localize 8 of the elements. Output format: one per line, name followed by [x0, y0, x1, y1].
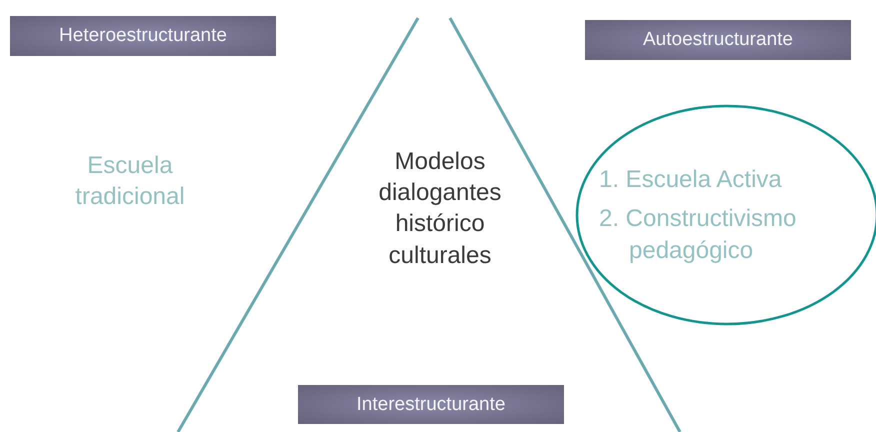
center-text: Modelos dialogantes histórico culturales	[378, 147, 502, 271]
category-label: Heteroestructurante	[10, 16, 276, 56]
ellipse-group	[575, 104, 876, 326]
category-label: Interestructurante	[298, 385, 564, 424]
list-item: 2. Constructivismo pedagógico	[599, 204, 798, 266]
category-label: Autoestructurante	[585, 20, 851, 60]
list-item: 1. Escuela Activa	[599, 165, 783, 196]
side-text: Escuela tradicional	[74, 151, 186, 212]
